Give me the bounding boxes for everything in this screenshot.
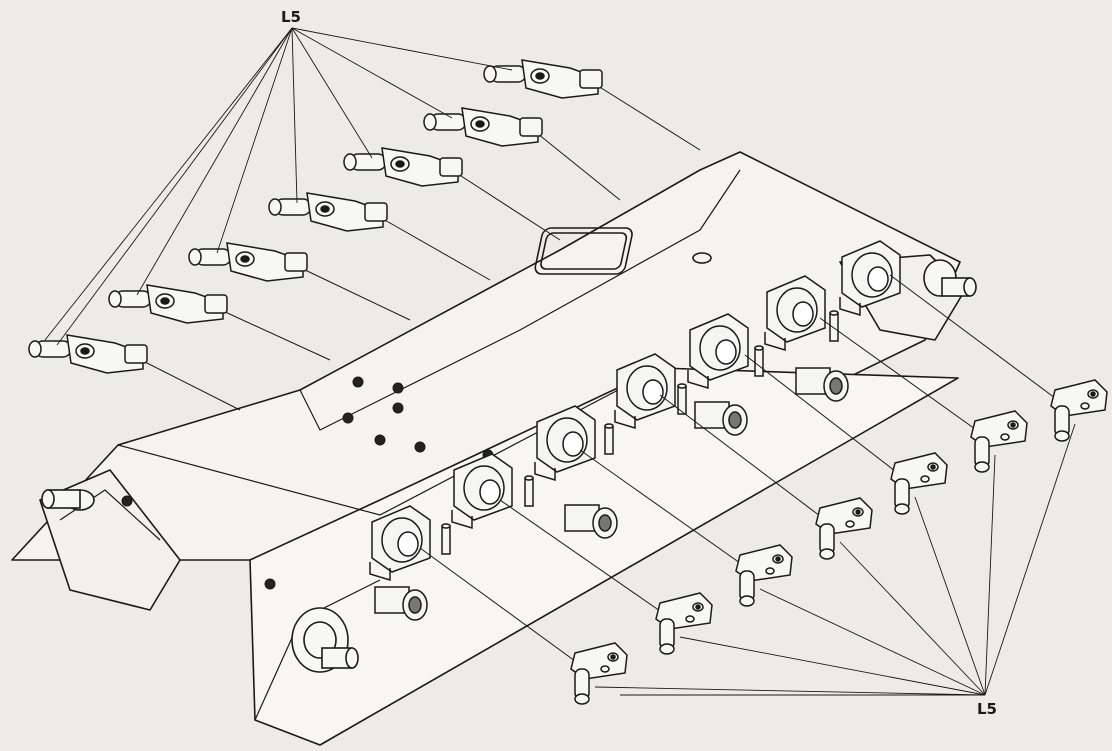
idler-hubs — [41, 259, 977, 673]
shock-absorber-4 — [374, 586, 428, 621]
bump-stop-3 — [677, 383, 687, 415]
suspension-unit-6 — [441, 453, 513, 555]
deck-bolts — [121, 376, 494, 590]
shock-absorber-3 — [564, 504, 618, 539]
swing-arm-right-5 — [735, 544, 793, 607]
swing-arm-right-7 — [570, 642, 628, 705]
callout-label-top: L5 — [281, 8, 301, 26]
bump-stop-5 — [524, 475, 534, 507]
swing-arm-right-2 — [970, 410, 1028, 473]
leader-lines-bottom — [594, 423, 1076, 696]
suspension-unit-5 — [524, 405, 596, 507]
swing-arm-right-3 — [890, 452, 948, 515]
leader-lines-top — [44, 27, 513, 346]
access-hatch — [534, 227, 712, 275]
callout-label-bottom: L5 — [977, 700, 997, 718]
swing-arm-left-5 — [188, 242, 308, 282]
shock-absorber-1 — [795, 367, 849, 402]
swing-arm-left-7 — [28, 334, 148, 374]
suspension-units — [369, 240, 901, 621]
swing-arm-left-1 — [483, 59, 603, 99]
suspension-unit-1 — [829, 240, 901, 342]
bump-stop-2 — [754, 345, 764, 377]
suspension-unit-4 — [604, 353, 676, 455]
bump-stop-6 — [441, 523, 451, 555]
swing-arm-right-4 — [815, 497, 873, 560]
bump-stop-4 — [604, 423, 614, 455]
swing-arm-left-4 — [268, 192, 388, 232]
left-swing-arms — [28, 59, 603, 374]
bump-stop-1 — [829, 310, 839, 342]
swing-arm-left-6 — [108, 284, 228, 324]
suspension-unit-3 — [677, 313, 749, 415]
shock-absorber-2 — [694, 401, 748, 436]
swing-arm-left-3 — [343, 147, 463, 187]
suspension-unit-7 — [369, 505, 431, 582]
swing-arm-left-2 — [423, 107, 543, 147]
right-swing-arms — [570, 379, 1108, 705]
swing-arm-right-6 — [655, 592, 713, 655]
swing-arm-right-1 — [1050, 379, 1108, 442]
hull-plate — [11, 151, 966, 746]
suspension-unit-2 — [754, 275, 826, 377]
placement-guide-lines — [142, 85, 1056, 662]
